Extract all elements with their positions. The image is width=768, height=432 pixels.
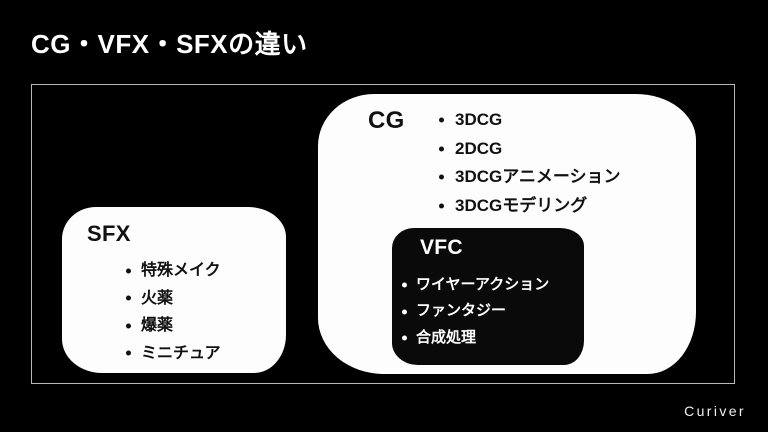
list-item: 合成処理 (401, 325, 549, 351)
list-item: 3DCG (438, 106, 621, 135)
bullet-icon (126, 350, 131, 356)
list-item: ミニチュア (125, 340, 221, 368)
list-item-label: ミニチュア (141, 344, 221, 362)
bullet-icon (439, 174, 444, 180)
bullet-icon (402, 335, 407, 341)
bullet-icon (402, 309, 407, 315)
list-item-label: ファンタジー (416, 302, 507, 320)
brand-logo: Curiver (684, 403, 746, 419)
list-item: ワイヤーアクション (401, 272, 549, 298)
list-item-label: 火薬 (141, 289, 174, 307)
page-title: CG・VFX・SFXの違い (31, 29, 308, 59)
group-vfc-label: VFC (420, 236, 463, 259)
group-vfc-list: ワイヤーアクション ファンタジー 合成処理 (401, 272, 549, 351)
list-item: 3DCGモデリング (438, 192, 621, 221)
diagram-frame (31, 84, 735, 384)
bullet-icon (439, 117, 444, 123)
list-item-label: 3DCGモデリング (455, 195, 588, 215)
bullet-icon (439, 203, 444, 209)
list-item-label: 爆薬 (141, 317, 174, 335)
list-item-label: 3DCGアニメーション (455, 167, 621, 187)
list-item: 爆薬 (125, 312, 221, 340)
list-item: 2DCG (438, 135, 621, 164)
bullet-icon (439, 146, 444, 152)
bullet-icon (402, 282, 407, 288)
list-item-label: 3DCG (455, 110, 503, 129)
group-vfc: VFC ワイヤーアクション ファンタジー 合成処理 (392, 228, 584, 365)
list-item-label: 合成処理 (416, 328, 477, 346)
list-item: 特殊メイク (125, 257, 221, 285)
group-sfx: SFX 特殊メイク 火薬 爆薬 ミニチュア (62, 207, 286, 373)
group-sfx-list: 特殊メイク 火薬 爆薬 ミニチュア (125, 257, 221, 367)
bullet-icon (126, 268, 131, 274)
bullet-icon (126, 323, 131, 329)
bullet-icon (126, 295, 131, 301)
group-cg-list: 3DCG 2DCG 3DCGアニメーション 3DCGモデリング (438, 106, 621, 220)
group-cg-label: CG (368, 107, 405, 134)
list-item-label: ワイヤーアクション (416, 276, 550, 293)
group-sfx-label: SFX (87, 221, 131, 246)
list-item-label: 2DCG (455, 138, 503, 158)
list-item: 3DCGアニメーション (438, 163, 621, 192)
list-item: ファンタジー (401, 298, 549, 324)
list-item: 火薬 (125, 285, 221, 313)
list-item-label: 特殊メイク (141, 262, 221, 279)
